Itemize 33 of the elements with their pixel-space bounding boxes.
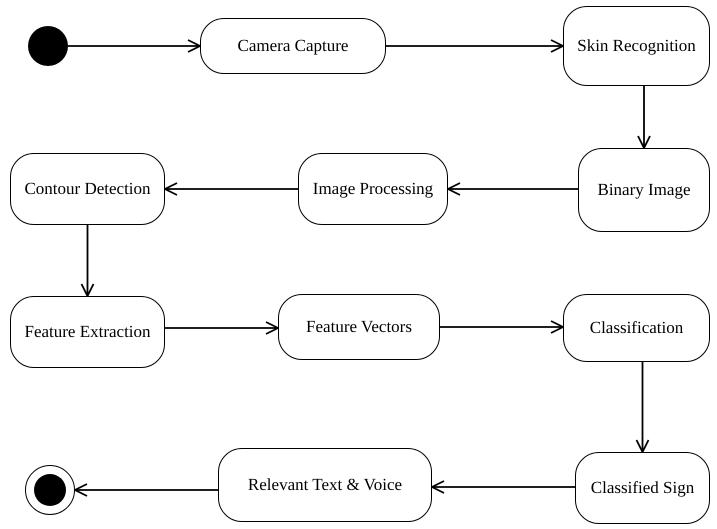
activity-label: Classification	[590, 316, 684, 339]
final-node	[25, 465, 75, 515]
activity-box	[10, 296, 165, 368]
activity-box	[578, 148, 710, 232]
activity-box	[563, 6, 710, 86]
arrow	[386, 39, 564, 53]
arrow	[431, 480, 575, 494]
activity-label: Feature Vectors	[306, 316, 412, 338]
activity-box	[575, 452, 710, 524]
activity-box	[218, 448, 432, 522]
activity-box	[563, 294, 710, 362]
activity-box	[298, 153, 448, 225]
activity-label: Classified Sign	[590, 476, 694, 499]
arrow	[165, 321, 279, 335]
activity-label: Relevant Text & Voice	[248, 474, 402, 496]
activity-label: Feature Extraction	[24, 320, 151, 343]
activity-box	[278, 294, 440, 360]
arrow	[637, 86, 651, 149]
activity-box	[200, 18, 386, 74]
activity-label: Skin Recognition	[577, 34, 696, 57]
initial-node	[28, 26, 68, 66]
arrow	[636, 362, 650, 453]
arrow	[68, 39, 201, 53]
activity-box	[10, 153, 165, 225]
arrow	[74, 483, 218, 497]
activity-label: Image Processing	[312, 178, 434, 200]
arrow	[440, 320, 564, 334]
activity-label: Contour Detection	[24, 178, 151, 200]
arrow	[447, 182, 578, 196]
activity-label: Binary Image	[598, 178, 690, 201]
arrow	[80, 225, 94, 297]
arrow	[164, 182, 298, 196]
activity-label: Camera Capture	[238, 34, 348, 57]
